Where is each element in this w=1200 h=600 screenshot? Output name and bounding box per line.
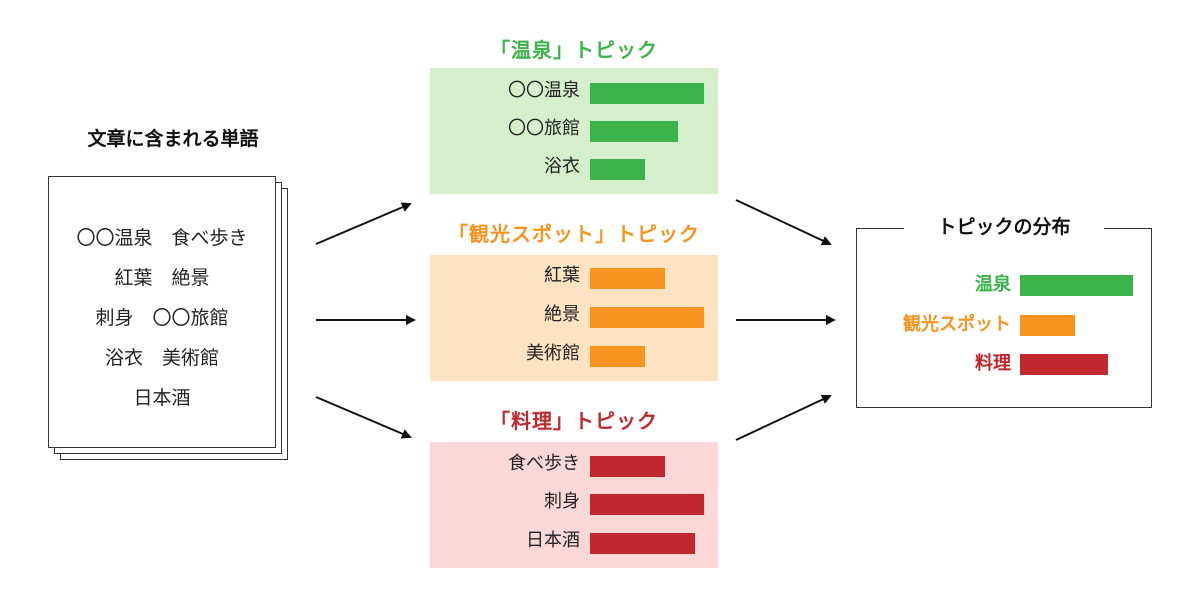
topic-word-row: 美術館 bbox=[430, 340, 718, 368]
topic-word-row: 紅葉 bbox=[430, 262, 718, 290]
topic-word-label: 浴衣 bbox=[544, 156, 580, 177]
topic-word-bar bbox=[590, 456, 665, 477]
document-title: 文章に含まれる単語 bbox=[87, 128, 259, 150]
topic-word-bar bbox=[590, 159, 645, 180]
topic-word-row: 日本酒 bbox=[430, 527, 718, 555]
document-line: 〇〇温泉 食べ歩き bbox=[76, 227, 248, 249]
topic-word-label: 美術館 bbox=[526, 343, 580, 364]
distribution-title: トピックの分布 bbox=[904, 214, 1104, 240]
topic-word-row: 〇〇旅館 bbox=[430, 115, 718, 143]
document-line: 浴衣 美術館 bbox=[104, 347, 219, 369]
topic-panel-onsen: 〇〇温泉 〇〇旅館 浴衣 bbox=[430, 68, 718, 194]
distribution-label-ryori: 料理 bbox=[975, 353, 1011, 374]
distribution-row: 料理 bbox=[857, 350, 1153, 378]
distribution-bar-ryori bbox=[1020, 354, 1108, 375]
topic-word-bar bbox=[590, 533, 695, 554]
topic-panel-kanko: 紅葉 絶景 美術館 bbox=[430, 255, 718, 381]
topic-word-label: 絶景 bbox=[544, 304, 580, 325]
topic-word-bar bbox=[590, 346, 645, 367]
topic-word-bar bbox=[590, 83, 704, 104]
topic-distribution-panel: 温泉 観光スポット 料理 bbox=[856, 228, 1152, 408]
topic-word-label: 刺身 bbox=[544, 491, 580, 512]
distribution-row: 観光スポット bbox=[857, 311, 1153, 339]
distribution-label-onsen: 温泉 bbox=[975, 274, 1011, 295]
topic-word-row: 絶景 bbox=[430, 301, 718, 329]
distribution-bar-kanko bbox=[1020, 315, 1075, 336]
topic-word-bar bbox=[590, 268, 665, 289]
document-line: 紅葉 絶景 bbox=[114, 267, 210, 289]
topic-word-row: 刺身 bbox=[430, 488, 718, 516]
topic-word-label: 〇〇旅館 bbox=[508, 118, 580, 139]
topic-word-label: 食べ歩き bbox=[508, 453, 580, 474]
topic-word-row: 浴衣 bbox=[430, 153, 718, 181]
topic-title-kanko: 「観光スポット」トピック bbox=[448, 222, 700, 246]
topic-title-ryori: 「料理」トピック bbox=[490, 409, 658, 433]
topic-word-label: 紅葉 bbox=[544, 265, 580, 286]
topic-word-label: 〇〇温泉 bbox=[508, 80, 580, 101]
arrow-doc-to-ryori bbox=[315, 396, 412, 439]
document-word-list: 〇〇温泉 食べ歩き 紅葉 絶景 刺身 〇〇旅館 浴衣 美術館 日本酒 bbox=[48, 218, 276, 418]
topic-word-label: 日本酒 bbox=[526, 530, 580, 551]
topic-title-onsen: 「温泉」トピック bbox=[490, 38, 658, 62]
arrow-ryori-to-dist bbox=[735, 394, 832, 441]
topic-word-bar bbox=[590, 307, 704, 328]
topic-word-bar bbox=[590, 494, 704, 515]
distribution-row: 温泉 bbox=[857, 271, 1153, 299]
arrow-doc-to-onsen bbox=[315, 202, 412, 245]
distribution-bar-onsen bbox=[1020, 275, 1133, 296]
arrow-onsen-to-dist bbox=[735, 199, 832, 246]
document-sheet bbox=[48, 176, 276, 448]
document-line: 刺身 〇〇旅館 bbox=[95, 307, 229, 329]
topic-word-bar bbox=[590, 121, 678, 142]
document-line: 日本酒 bbox=[133, 387, 191, 409]
topic-word-row: 食べ歩き bbox=[430, 450, 718, 478]
topic-word-row: 〇〇温泉 bbox=[430, 77, 718, 105]
distribution-label-kanko: 観光スポット bbox=[903, 314, 1011, 335]
topic-panel-ryori: 食べ歩き 刺身 日本酒 bbox=[430, 442, 718, 568]
